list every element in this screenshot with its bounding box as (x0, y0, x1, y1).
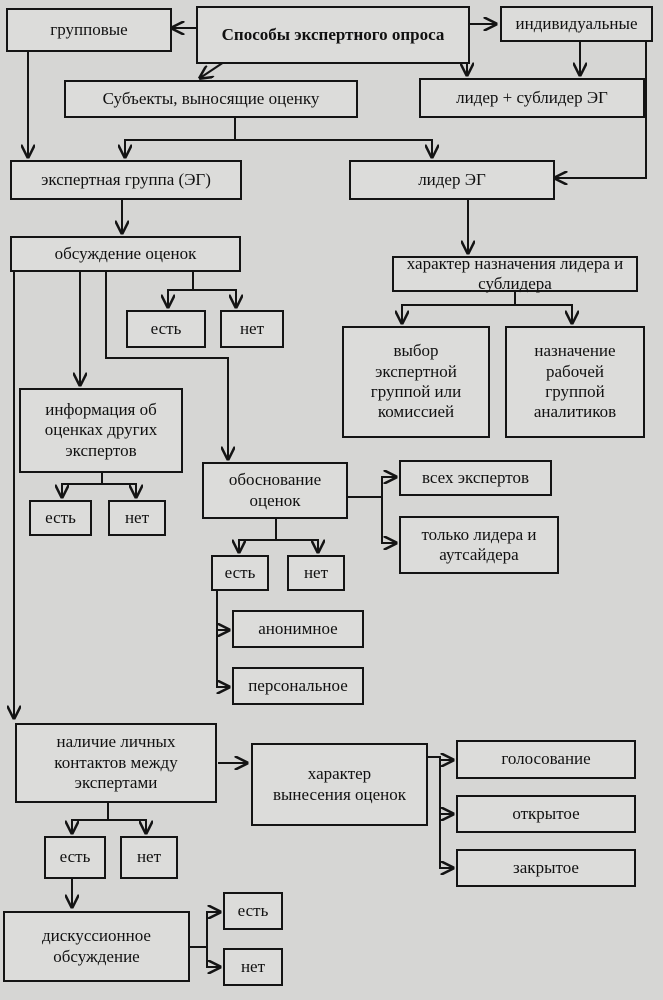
node-discussion-talk: дискуссионное обсуждение (3, 911, 190, 982)
node-talk-no: нет (223, 948, 283, 986)
node-all-experts: всех экспертов (399, 460, 552, 496)
edge-just-no (276, 539, 318, 552)
edge-appoint-analysts (515, 304, 572, 323)
node-appointment-type: характер назначения лидера и сублидера (392, 254, 638, 293)
edge-disc-yes (168, 272, 194, 307)
edge-disc-no (193, 289, 236, 307)
node-leader-subleader: лидер + сублидер ЭГ (419, 78, 645, 118)
edge-subjects-branches (125, 118, 236, 157)
edge-just-lo (381, 497, 396, 543)
edge-just-all (348, 477, 396, 498)
node-justification-yes: есть (211, 555, 269, 591)
node-discussion-yes: есть (126, 310, 206, 348)
node-info-others: информация об оценках других экспертов (19, 388, 183, 473)
node-rating-type: характер вынесения оценок (251, 743, 428, 826)
node-justification: обоснование оценок (202, 462, 348, 519)
node-leader-outsider: только лидера и аутсайдера (399, 516, 559, 574)
node-anonymous: анонимное (232, 610, 364, 648)
node-expert-group: экспертная группа (ЭГ) (10, 160, 242, 200)
node-info-yes: есть (29, 500, 92, 536)
edge-info-yes (62, 473, 103, 497)
edge-appoint-choice (402, 292, 516, 323)
edge-individual-leader (555, 42, 647, 178)
edge-talk-no (206, 947, 220, 967)
node-voting: голосование (456, 740, 636, 779)
edge-info-no (102, 483, 136, 497)
node-choice-by-group: выбор экспертной группой или комиссией (342, 326, 490, 438)
edge-rating-open (439, 760, 453, 814)
node-individual: индивидуальные (500, 6, 653, 42)
edge-rating-closed (439, 814, 453, 868)
node-discussion: обсуждение оценок (10, 236, 241, 272)
node-justification-no: нет (287, 555, 345, 591)
node-personal: персональное (232, 667, 364, 705)
node-open: открытое (456, 795, 636, 833)
edge-contacts-no (108, 819, 146, 833)
edge-disc-just (105, 272, 228, 459)
edge-rating-voting (428, 757, 453, 760)
node-title: Способы экспертного опроса (196, 6, 470, 64)
node-info-no: нет (108, 500, 166, 536)
node-leader: лидер ЭГ (349, 160, 555, 200)
edge-subjects-leader (235, 139, 432, 157)
node-contacts: наличие личных контактов между экспертам… (15, 723, 217, 803)
node-group: групповые (6, 8, 172, 52)
node-contacts-yes: есть (44, 836, 106, 879)
node-discussion-no: нет (220, 310, 284, 348)
node-contacts-no: нет (120, 836, 178, 879)
node-appointed-by-analysts: назначение рабочей группой аналитиков (505, 326, 645, 438)
node-subjects: Субъекты, выносящие оценку (64, 80, 358, 118)
node-talk-yes: есть (223, 892, 283, 930)
edge-contacts-yes (72, 803, 109, 833)
edge-talk-yes (190, 912, 220, 948)
edge-yes-personal (216, 630, 229, 687)
edge-just-yes (239, 519, 277, 552)
edge-yes-anon (216, 591, 229, 630)
node-closed: закрытое (456, 849, 636, 887)
